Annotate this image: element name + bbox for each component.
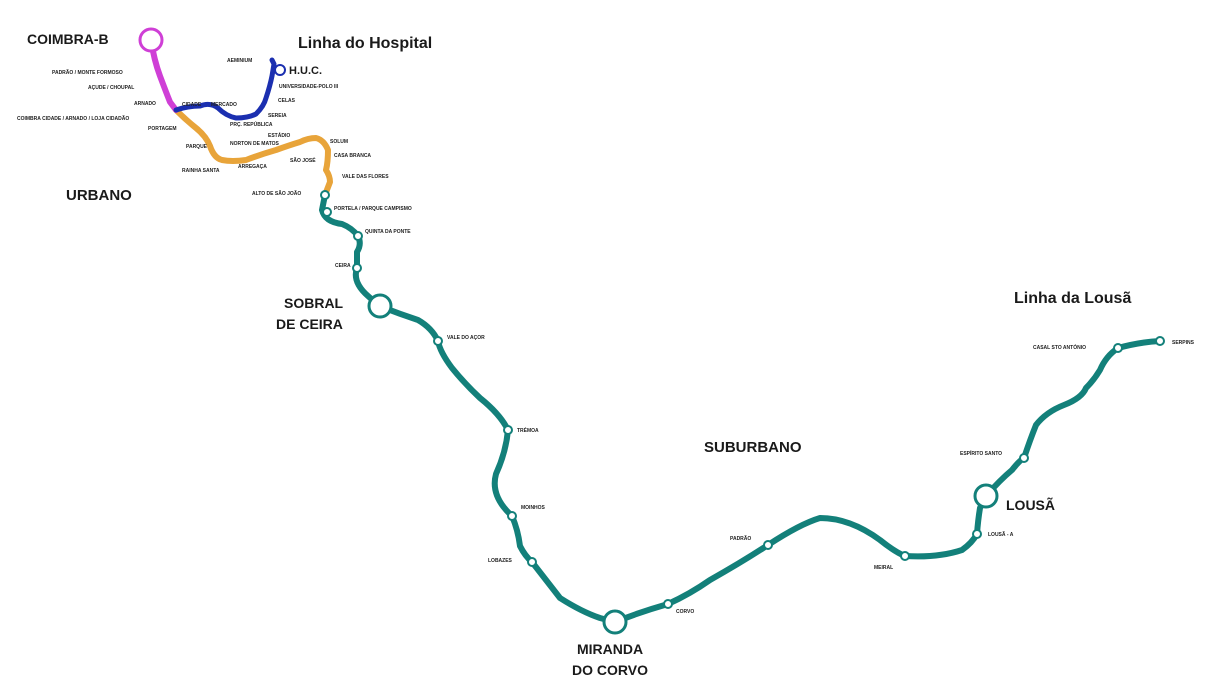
marker-serpins[interactable] bbox=[1155, 336, 1165, 346]
label-tremoa: TRÉMOA bbox=[517, 426, 539, 434]
label-lousa: LOUSÃ bbox=[1006, 496, 1055, 513]
marker-sobral-de-ceira[interactable] bbox=[367, 293, 393, 319]
label-praca-republica: PRÇ. REPÚBLICA bbox=[230, 121, 273, 128]
zone-urbano: URBANO bbox=[66, 187, 132, 204]
label-moinhos: MOINHOS bbox=[521, 505, 546, 511]
label-portagem: PORTAGEM bbox=[148, 126, 177, 132]
label-casa-branca: CASA BRANCA bbox=[334, 153, 371, 159]
label-ceira: CEIRA bbox=[335, 263, 351, 269]
hospital-markers bbox=[274, 64, 286, 76]
label-parque: PARQUE bbox=[186, 144, 208, 150]
urban-line bbox=[173, 107, 333, 198]
station-labels: PADRÃO / MONTE FORMOSO AÇUDE / CHOUPAL A… bbox=[17, 58, 1195, 615]
label-miranda-1: MIRANDA bbox=[577, 641, 643, 657]
marker-coimbra-b[interactable] bbox=[138, 27, 164, 53]
label-coimbra-b: COIMBRA-B bbox=[27, 31, 109, 47]
station-markers bbox=[320, 190, 1165, 609]
marker-lobazes[interactable] bbox=[527, 557, 537, 567]
marker-espirito-santo[interactable] bbox=[1019, 453, 1029, 463]
marker-portela[interactable] bbox=[322, 207, 332, 217]
label-alto-de-sao-joao: ALTO DE SÃO JOÃO bbox=[252, 190, 301, 197]
marker-miranda-do-corvo[interactable] bbox=[602, 609, 628, 635]
label-padrao-monte-formoso: PADRÃO / MONTE FORMOSO bbox=[52, 69, 123, 76]
label-acude-choupal: AÇUDE / CHOUPAL bbox=[88, 85, 134, 91]
marker-lousa[interactable] bbox=[973, 483, 999, 509]
marker-quinta-da-ponte[interactable] bbox=[353, 231, 363, 241]
label-coimbra-cidade: COIMBRA CIDADE / ARNADO / LOJA CIDADÃO bbox=[17, 115, 129, 122]
marker-padrao[interactable] bbox=[763, 540, 773, 550]
marker-tremoa[interactable] bbox=[503, 425, 513, 435]
label-huc: H.U.C. bbox=[289, 65, 322, 77]
label-estadio: ESTÁDIO bbox=[268, 132, 290, 139]
marker-huc[interactable] bbox=[274, 64, 286, 76]
label-espirito-santo: ESPÍRITO SANTO bbox=[960, 449, 1002, 457]
label-lobazes: LOBAZES bbox=[488, 558, 513, 564]
label-sobral-2: DE CEIRA bbox=[276, 316, 343, 332]
label-sobral-1: SOBRAL bbox=[284, 295, 344, 311]
hospital-line bbox=[173, 57, 277, 121]
marker-alto-de-sao-joao[interactable] bbox=[320, 190, 330, 200]
label-meiral: MEIRAL bbox=[874, 565, 893, 571]
label-arregaca: ARREGAÇA bbox=[238, 164, 267, 170]
label-aeminium: AEMINIUM bbox=[227, 58, 252, 64]
marker-lousa-a[interactable] bbox=[972, 529, 982, 539]
label-padrao: PADRÃO bbox=[730, 535, 751, 542]
marker-meiral[interactable] bbox=[900, 551, 910, 561]
marker-casal-sto-antonio[interactable] bbox=[1113, 343, 1123, 353]
label-solum: SOLUM bbox=[330, 139, 348, 145]
label-celas: CELAS bbox=[278, 98, 296, 104]
marker-moinhos[interactable] bbox=[507, 511, 517, 521]
label-mercado: MERCADO bbox=[211, 102, 237, 108]
label-vale-das-flores: VALE DAS FLORES bbox=[342, 174, 389, 180]
label-miranda-2: DO CORVO bbox=[572, 662, 648, 678]
label-rainha-santa: RAINHA SANTA bbox=[182, 168, 220, 174]
suburban-line bbox=[319, 192, 1163, 625]
label-serpins: SERPINS bbox=[1172, 340, 1195, 346]
label-arnado: ARNADO bbox=[134, 101, 156, 107]
label-sereia: SEREIA bbox=[268, 113, 287, 119]
label-vale-do-acor: VALE DO AÇOR bbox=[447, 335, 485, 341]
marker-ceira[interactable] bbox=[352, 263, 362, 273]
marker-corvo[interactable] bbox=[663, 599, 673, 609]
label-norton-de-matos: NORTON DE MATOS bbox=[230, 141, 280, 147]
label-lousa-a: LOUSÃ - A bbox=[988, 531, 1014, 538]
label-corvo: CORVO bbox=[676, 609, 694, 615]
label-quinta-da-ponte: QUINTA DA PONTE bbox=[365, 229, 411, 235]
label-cidade: CIDADE bbox=[182, 102, 202, 108]
label-universidade-polo-iii: UNIVERSIDADE-POLO III bbox=[279, 84, 339, 90]
zone-suburbano: SUBURBANO bbox=[704, 439, 802, 456]
title-lousa-line: Linha da Lousã bbox=[1014, 290, 1131, 307]
marker-vale-do-acor[interactable] bbox=[433, 336, 443, 346]
label-casal-sto-antonio: CASAL STO ANTÓNIO bbox=[1033, 343, 1086, 351]
label-sao-jose: SÃO JOSÉ bbox=[290, 156, 316, 164]
title-hospital-line: Linha do Hospital bbox=[298, 35, 432, 52]
label-portela: PORTELA / PARQUE CAMPISMO bbox=[334, 206, 412, 212]
